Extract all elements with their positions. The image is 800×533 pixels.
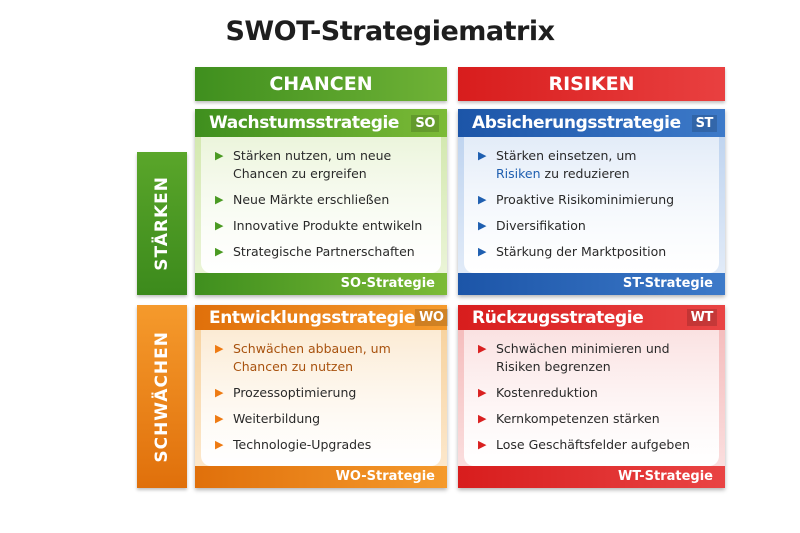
- quadrant-badge: SO: [411, 114, 439, 132]
- triangle-bullet-icon: ▶: [478, 342, 487, 355]
- triangle-bullet-icon: ▶: [478, 193, 487, 206]
- quadrant-title: Entwicklungsstrategie: [209, 307, 415, 328]
- item-text: Kernkompetenzen stärken: [496, 411, 660, 426]
- triangle-bullet-icon: ▶: [215, 412, 224, 425]
- triangle-bullet-icon: ▶: [215, 386, 224, 399]
- item-text: Chancen zu nutzen: [233, 359, 354, 374]
- quadrant-wt: Rückzugsstrategie WT ▶ Schwächen minimiere…: [458, 305, 725, 488]
- item-text: Stärkung der Marktposition: [496, 244, 667, 259]
- item-text: Schwächen abbauen, um: [233, 341, 391, 356]
- quadrant-footer: ST-Strategie: [458, 273, 725, 295]
- item-text: Schwächen minimieren und: [496, 341, 670, 356]
- list-item: ▶ Stärken einsetzen, um Risiken zu reduzie…: [478, 147, 713, 183]
- row-header-weaknesses: SCHWÄCHEN: [137, 305, 187, 488]
- item-text: Neue Märkte erschließen: [233, 192, 390, 207]
- quadrant-footer: SO-Strategie: [195, 273, 447, 295]
- row-label: STÄRKEN: [152, 176, 172, 271]
- quadrant-footer: WO-Strategie: [195, 466, 447, 488]
- item-text: Weiterbildung: [233, 411, 321, 426]
- list-item: ▶ Lose Geschäftsfelder aufgeben: [478, 436, 713, 454]
- list-item: ▶ Innovative Produkte entwikeln: [215, 217, 435, 235]
- triangle-bullet-icon: ▶: [478, 219, 487, 232]
- item-text: Lose Geschäftsfelder aufgeben: [496, 437, 690, 452]
- triangle-bullet-icon: ▶: [215, 149, 224, 162]
- list-item: ▶ Proaktive Risikominimierung: [478, 191, 713, 209]
- list-item: ▶ Neue Märkte erschließen: [215, 191, 435, 209]
- triangle-bullet-icon: ▶: [478, 386, 487, 399]
- triangle-bullet-icon: ▶: [215, 438, 224, 451]
- quadrant-body: ▶ Stärken einsetzen, um Risiken zu reduzie…: [464, 137, 719, 273]
- quadrant-badge: WO: [414, 309, 448, 326]
- quadrant-header: Rückzugsstrategie WT: [458, 305, 725, 330]
- highlight-text: Risiken: [496, 166, 541, 181]
- quadrant-badge: WT: [686, 309, 717, 326]
- column-header-chances: CHANCEN: [195, 67, 447, 101]
- quadrant-title: Rückzugsstrategie: [472, 307, 644, 328]
- triangle-bullet-icon: ▶: [215, 193, 224, 206]
- triangle-bullet-icon: ▶: [215, 219, 224, 232]
- item-text: Risiken begrenzen: [496, 359, 611, 374]
- list-item: ▶ Diversifikation: [478, 217, 713, 235]
- item-text: zu reduzieren: [540, 166, 630, 181]
- item-text: Diversifikation: [496, 218, 586, 233]
- page-title: SWOT-Strategiematrix: [225, 16, 555, 47]
- list-item: ▶ Strategische Partnerschaften: [215, 243, 435, 261]
- list-item: ▶ Kostenreduktion: [478, 384, 713, 402]
- list-item: ▶ Stärkung der Marktposition: [478, 243, 713, 261]
- quadrant-title: Absicherungsstrategie: [472, 113, 681, 133]
- item-text: Chancen zu ergreifen: [233, 166, 367, 181]
- quadrant-badge: ST: [691, 114, 717, 132]
- list-item: ▶ Schwächen abbauen, um Chancen zu nutzen: [215, 340, 435, 376]
- item-text: Kostenreduktion: [496, 385, 598, 400]
- quadrant-so: Wachstumsstrategie SO ▶ Stärken nutzen, um…: [195, 109, 447, 295]
- list-item: ▶ Weiterbildung: [215, 410, 435, 428]
- triangle-bullet-icon: ▶: [215, 342, 224, 355]
- item-text: Proaktive Risikominimierung: [496, 192, 675, 207]
- triangle-bullet-icon: ▶: [215, 245, 224, 258]
- list-item: ▶ Technologie-Upgrades: [215, 436, 435, 454]
- item-text: Strategische Partnerschaften: [233, 244, 415, 259]
- quadrant-header: Wachstumsstrategie SO: [195, 109, 447, 137]
- item-text: Prozessoptimierung: [233, 385, 357, 400]
- quadrant-st: Absicherungsstrategie ST ▶ Stärken einsetz…: [458, 109, 725, 295]
- triangle-bullet-icon: ▶: [478, 412, 487, 425]
- quadrant-header: Absicherungsstrategie ST: [458, 109, 725, 137]
- row-label: SCHWÄCHEN: [152, 330, 172, 463]
- triangle-bullet-icon: ▶: [478, 245, 487, 258]
- triangle-bullet-icon: ▶: [478, 149, 487, 162]
- row-header-strengths: STÄRKEN: [137, 152, 187, 295]
- list-item: ▶ Kernkompetenzen stärken: [478, 410, 713, 428]
- item-text: Technologie-Upgrades: [233, 437, 372, 452]
- item-text: Stärken nutzen, um neue: [233, 148, 392, 163]
- quadrant-title: Wachstumsstrategie: [209, 113, 400, 133]
- quadrant-footer: WT-Strategie: [458, 466, 725, 488]
- item-text: Stärken einsetzen, um: [496, 148, 637, 163]
- item-text: Innovative Produkte entwikeln: [233, 218, 423, 233]
- triangle-bullet-icon: ▶: [478, 438, 487, 451]
- column-header-risks: RISIKEN: [458, 67, 725, 101]
- list-item: ▶ Prozessoptimierung: [215, 384, 435, 402]
